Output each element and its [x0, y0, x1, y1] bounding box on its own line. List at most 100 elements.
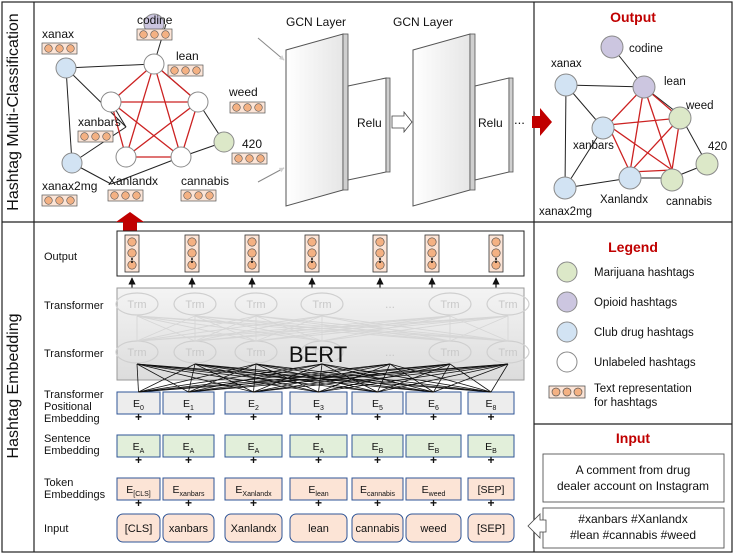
bert-label: BERT	[289, 342, 347, 367]
svg-text:Xanlandx: Xanlandx	[231, 523, 277, 535]
svg-text:E8: E8	[486, 398, 497, 412]
row-label-transformer-2: Transformer	[44, 348, 104, 360]
trm-label: Trm	[440, 299, 459, 311]
output-pentagon-star	[606, 86, 682, 175]
output-node-codine	[600, 35, 624, 59]
legend-title: Legend	[608, 239, 658, 255]
input-title: Input	[616, 430, 651, 446]
out-label-xanax: xanax	[551, 58, 582, 70]
svg-text:EA: EA	[133, 441, 145, 455]
text-rep-xanax	[41, 42, 78, 55]
input-token: [SEP]	[467, 513, 515, 543]
node-label-weed: weed	[228, 85, 258, 99]
output-node-weed	[668, 106, 692, 130]
token-embedding: Ecannabis	[351, 477, 404, 501]
trm-node	[173, 292, 217, 316]
output-title: Output	[610, 9, 656, 25]
plus-sign: +	[315, 410, 322, 424]
svg-text:E2: E2	[248, 398, 259, 412]
trm-node	[486, 292, 530, 316]
node-label-xanbars: xanbars	[78, 115, 121, 129]
output-node-cannabis	[660, 168, 684, 192]
svg-text:cannabis: cannabis	[355, 523, 400, 535]
text-rep-codine	[136, 28, 173, 41]
text-rep-lean	[167, 64, 204, 77]
plus-sign: +	[250, 410, 257, 424]
out-label-xanbars: xanbars	[573, 140, 614, 152]
token-embedding: E[CLS]	[116, 477, 161, 501]
text-rep-cannabis	[180, 189, 217, 202]
node-label-xanax: xanax	[42, 27, 74, 41]
plus-sign: +	[250, 453, 257, 467]
svg-text:Ecannabis: Ecannabis	[360, 484, 396, 498]
svg-text:[CLS]: [CLS]	[125, 523, 153, 535]
out-label-codine: codine	[629, 43, 663, 55]
trm-label: Trm	[440, 347, 459, 359]
plus-sign: +	[374, 453, 381, 467]
out-label-cannabis: cannabis	[666, 196, 712, 208]
input-token: cannabis	[351, 513, 404, 543]
token-embedding: Exanbars	[162, 477, 215, 501]
output-node-xanbars	[591, 116, 615, 140]
trm-node	[234, 292, 278, 316]
plus-sign: +	[135, 496, 142, 510]
plus-sign: +	[430, 496, 437, 510]
trm-ellipsis: ...	[385, 297, 395, 311]
relu-1-label: Relu	[357, 116, 382, 130]
legend-swatch-unlabeled	[556, 351, 578, 373]
trm-node	[300, 292, 344, 316]
legend-label-club: Club drug hashtags	[594, 327, 694, 339]
gcn-stack	[257, 33, 552, 207]
svg-text:E6: E6	[428, 398, 439, 412]
sentence-embedding: EB	[351, 434, 404, 458]
output-node-xanax2mg	[553, 176, 577, 200]
trm-node	[428, 292, 472, 316]
out-label-xanax2mg: xanax2mg	[539, 206, 592, 218]
text-rep-xanax2mg	[41, 194, 78, 207]
input-token: Xanlandx	[224, 513, 283, 543]
text-rep-Xanlandx	[107, 189, 144, 202]
trm-label: Trm	[498, 299, 517, 311]
trm-node	[115, 292, 159, 316]
plus-sign: +	[430, 410, 437, 424]
token-embedding: [SEP]	[467, 477, 515, 501]
output-cell	[244, 234, 260, 273]
plus-sign: +	[374, 410, 381, 424]
output-cell	[184, 234, 200, 273]
node-label-lean: lean	[176, 49, 199, 63]
sentence-embedding: EA	[116, 434, 161, 458]
plus-sign: +	[185, 453, 192, 467]
graph-node-cannabis	[170, 146, 192, 168]
plus-sign: +	[185, 496, 192, 510]
sentence-embedding: EB	[467, 434, 515, 458]
output-cell	[304, 234, 320, 273]
legend-swatch-opioid	[556, 291, 578, 313]
trm-label: Trm	[312, 299, 331, 311]
graph-node-420	[213, 131, 235, 153]
output-cell	[372, 234, 388, 273]
hashtags-box	[542, 507, 725, 549]
svg-text:EA: EA	[183, 441, 195, 455]
trm-label: Trm	[246, 347, 265, 359]
input-token: xanbars	[162, 513, 215, 543]
graph-node-lean	[143, 53, 165, 75]
out-label-420: 420	[708, 141, 727, 153]
plus-sign: +	[374, 496, 381, 510]
legend-swatch-marijuana	[556, 261, 578, 283]
gcn-ellipsis: ...	[514, 112, 525, 127]
svg-text:E0: E0	[133, 398, 144, 412]
sentence-embedding: EA	[224, 434, 283, 458]
legend-label-marijuana: Marijuana hashtags	[594, 267, 695, 279]
svg-text:Exanbars: Exanbars	[173, 484, 205, 498]
input-arrow	[527, 513, 547, 539]
trm-label: Trm	[498, 347, 517, 359]
output-node-lean	[632, 75, 656, 99]
plus-sign: +	[315, 453, 322, 467]
graph-node-xanbars	[100, 91, 122, 113]
plus-sign: +	[250, 496, 257, 510]
section-title-multiclass: Hashtag Multi-Classification	[5, 13, 22, 210]
trm-label: Trm	[127, 347, 146, 359]
